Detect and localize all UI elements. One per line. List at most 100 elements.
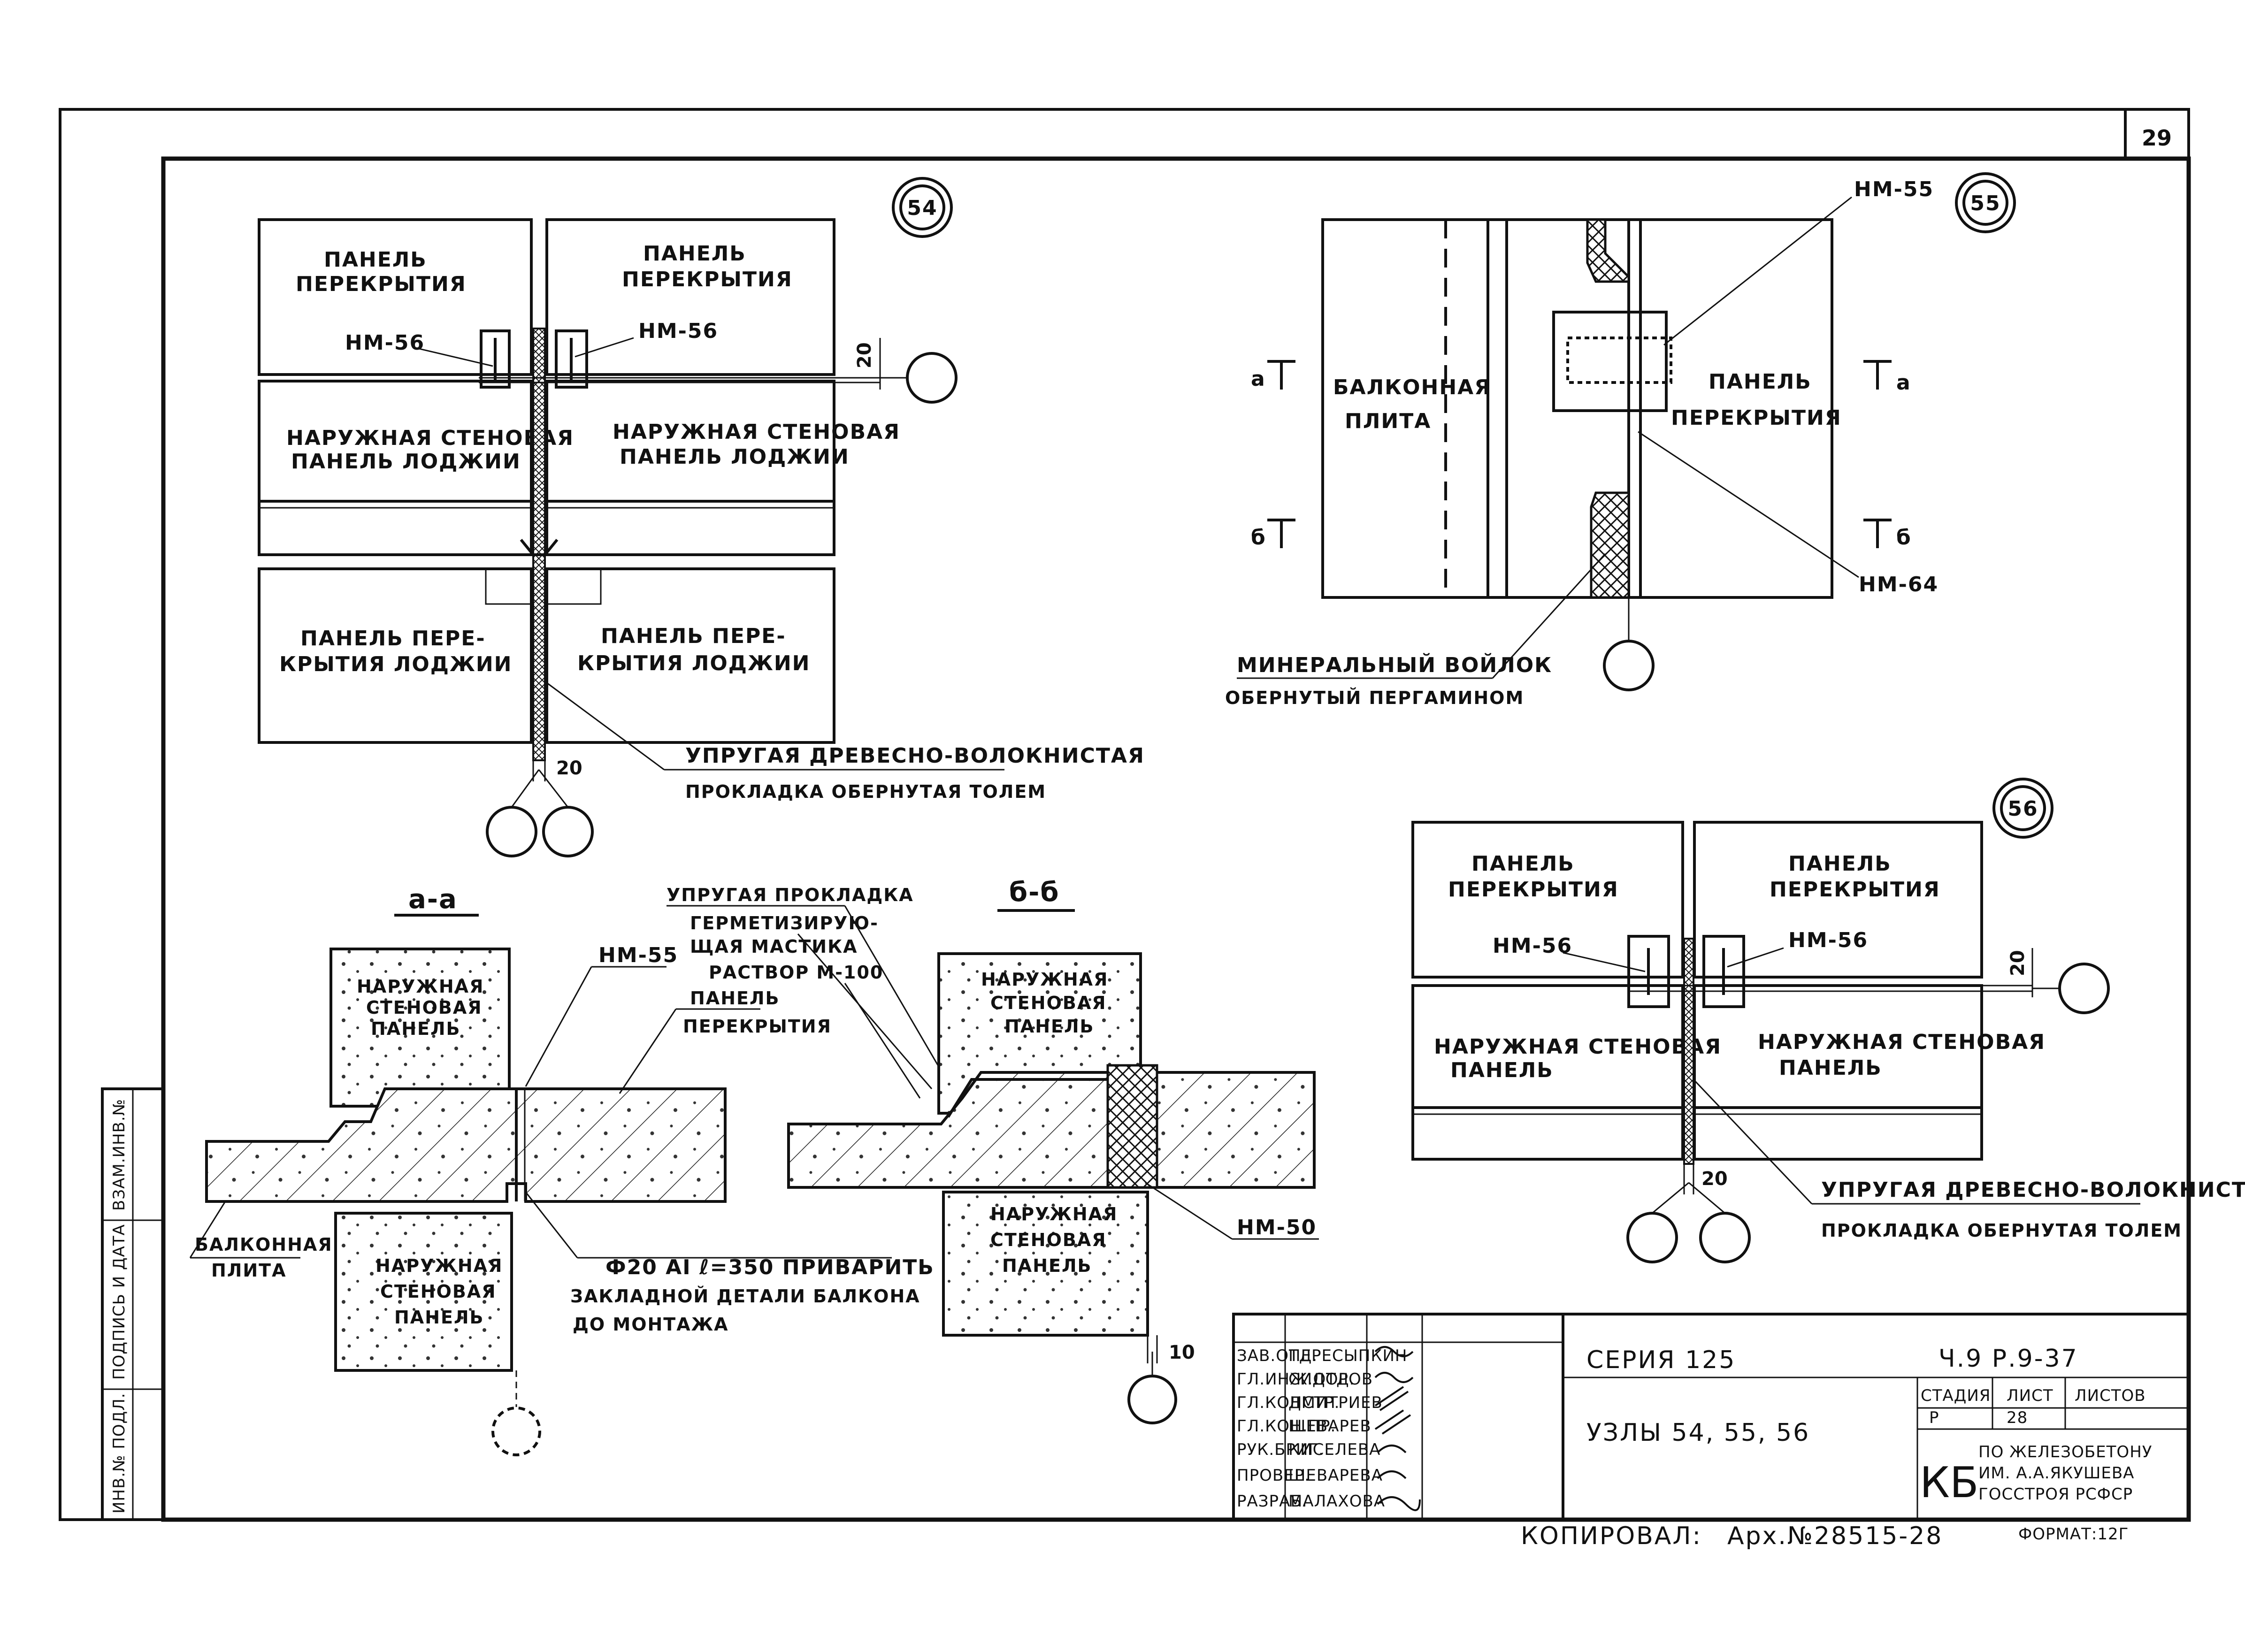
bb-callout-gasket: УПРУГАЯ ПРОКЛАДКА [667,885,914,905]
bb-wall-top-line1: НАРУЖНАЯ [981,969,1108,990]
node-55-marker: 55 [1970,191,2000,215]
org-line1: ПО ЖЕЛЕЗОБЕТОНУ [1978,1443,2152,1461]
section-aa-title: а-а [408,884,458,915]
n55-plan-outline [1321,218,1833,599]
n55-bubble [1603,640,1655,691]
n54-slab-right [545,567,835,744]
title-block-names: ПЕРЕСЫПКИН СИДОРОВ ДМИТРИЕВ ШЕВАРЕВ КИСЕ… [1288,1346,1407,1511]
n56-wall-left-line2: ПАНЕЛЬ [1450,1058,1554,1082]
aa-wall-bottom-line1: НАРУЖНАЯ [375,1255,503,1276]
aa-wall-bottom-line2: СТЕНОВАЯ [380,1281,497,1302]
node-54-marker-inner [899,184,945,230]
n54-slab-right-line1: ПАНЕЛЬ ПЕРЕ- [601,624,786,648]
n54-panel-tr-line2: ПЕРЕКРЫТИЯ [622,268,793,291]
org-logo: КБ [1920,1458,1979,1507]
archive-number: Арх.№28515-28 [1727,1522,1943,1550]
name-3: ШЕВАРЕВ [1288,1417,1372,1436]
n56-note-line2: ПРОКЛАДКА ОБЕРНУТАЯ ТОЛЕМ [1821,1220,2182,1241]
title-code: Ч.9 Р.9-37 [1939,1345,2078,1373]
n54-note-line1: УПРУГАЯ ДРЕВЕСНО-ВОЛОКНИСТАЯ [685,744,1145,768]
n54-wall-right-line1: НАРУЖНАЯ СТЕНОВАЯ [613,420,900,444]
bb-callout-sealant-2: ЩАЯ МАСТИКА [690,936,858,957]
title-series: СЕРИЯ 125 [1586,1346,1736,1374]
stage-head-sheet: ЛИСТ [2007,1386,2053,1405]
role-3: ГЛ.КОН.ПР. [1237,1417,1336,1436]
bb-wall-bottom-line1: НАРУЖНАЯ [990,1204,1118,1224]
section-bb: б-б УПРУГАЯ ПРОКЛАДКА ГЕРМЕТИЗИРУЮ- ЩАЯ … [667,877,1319,1424]
n55-cut-b-left: б [1251,526,1266,550]
name-5: ШЕВАРЕВА [1288,1466,1383,1485]
n54-nm-right: НМ-56 [638,319,718,343]
bb-callout-sealant-1: ГЕРМЕТИЗИРУЮ- [690,913,879,933]
name-4: КИСЕЛЕВА [1288,1440,1380,1459]
name-6: МАЛАХОВА [1288,1492,1385,1511]
n55-cut-b-right: б [1896,526,1912,550]
node-55-detail: 55 БАЛКОННАЯ ПЛИТА ПАНЕЛЬ ПЕРЕКРЫТИЯ а а… [1225,172,2016,708]
stage-val-sheet: 28 [2007,1408,2028,1427]
format-label: ФОРМАТ:12Г [2018,1525,2129,1544]
node-56-marker: 56 [2007,797,2038,821]
n55-note-line1: МИНЕРАЛЬНЫЙ ВОЙЛОК [1237,652,1552,677]
bb-wall-bottom [942,1191,1149,1337]
stage-head-stage: СТАДИЯ [1921,1386,1991,1405]
n56-wall-right-line1: НАРУЖНАЯ СТЕНОВАЯ [1758,1030,2046,1054]
aa-slab-label-line1: ПАНЕЛЬ [690,988,780,1009]
aa-rebar-note-line3: ДО МОНТАЖА [573,1314,729,1335]
name-0: ПЕРЕСЫПКИН [1288,1346,1407,1365]
section-aa: а-а НАРУЖНАЯ СТЕНОВАЯ ПАНЕЛЬ НАРУЖНАЯ СТ… [189,884,959,1456]
org-line2: ИМ. А.А.ЯКУШЕВА [1978,1464,2134,1483]
n56-panel-tr-line2: ПЕРЕКРЫТИЯ [1770,878,1940,902]
aa-slab-label-line2: ПЕРЕКРЫТИЯ [683,1016,832,1037]
bb-wall-bottom-line3: ПАНЕЛЬ [1002,1255,1092,1276]
stamp-inv-podl: ИНВ.№ ПОДЛ. [110,1392,129,1514]
stamp-signature-date: ПОДПИСЬ И ДАТА [110,1224,129,1380]
role-1: ГЛ.ИНЖ.ОТД. [1237,1370,1355,1389]
aa-wall-top-line2: СТЕНОВАЯ [366,997,483,1018]
n55-panel-line2: ПЕРЕКРЫТИЯ [1671,406,1842,430]
title-subject: УЗЛЫ 54, 55, 56 [1586,1419,1810,1447]
aa-wall-top [329,948,511,1108]
role-0: ЗАВ.ОТД. [1237,1346,1318,1365]
node-54-detail: 54 ПАНЕЛЬ ПЕРЕКРЫТИЯ ПАНЕЛЬ ПЕРЕКРЫТИЯ Н… [258,177,1145,857]
name-1: СИДОРОВ [1288,1370,1373,1389]
n54-wall-right-line2: ПАНЕЛЬ ЛОДЖИИ [620,445,850,469]
side-stamp: ВЗАМ.ИНВ.№ ПОДПИСЬ И ДАТА ИНВ.№ ПОДЛ. [101,1087,165,1521]
n54-wall-left-line1: НАРУЖНАЯ СТЕНОВАЯ [286,426,574,450]
n56-dim-side: 20 [2007,950,2029,976]
role-2: ГЛ.КОНСТР. [1237,1393,1340,1412]
stage-head-sheets: ЛИСТОВ [2075,1386,2146,1405]
n55-balcony-line2: ПЛИТА [1345,409,1431,433]
n54-joint-strip [532,328,546,761]
n56-panel-tl-line2: ПЕРЕКРЫТИЯ [1448,878,1619,902]
n56-panel-tr-line1: ПАНЕЛЬ [1788,852,1892,876]
n54-wall-left [258,380,533,556]
aa-rebar-note-line2: ЗАКЛАДНОЙ ДЕТАЛИ БАЛКОНА [570,1286,920,1307]
aa-balcony-line1: БАЛКОННАЯ [195,1234,333,1255]
role-6: РАЗРАБ. [1237,1492,1307,1511]
inner-frame [161,156,2191,1522]
stamp-zam-inv: ВЗАМ.ИНВ.№ [110,1099,129,1211]
copied-label: КОПИРОВАЛ: [1521,1522,1702,1550]
n54-bubble-b [542,806,594,857]
n55-panel-line1: ПАНЕЛЬ [1709,370,1812,394]
n54-wall-right [545,380,835,556]
name-2: ДМИТРИЕВ [1288,1393,1383,1412]
n56-note-line1: УПРУГАЯ ДРЕВЕСНО-ВОЛОКНИСТАЯ [1821,1178,2245,1202]
n55-nm-bottom: НМ-64 [1859,573,1939,597]
aa-wall-bottom [334,1212,513,1372]
n54-dim-bottom: 20 [556,757,582,779]
bb-nm: НМ-50 [1237,1216,1317,1239]
page-number: 29 [2142,125,2172,151]
n55-cut-a-right: а [1896,371,1911,395]
n54-section-bubble-right [906,352,958,404]
title-block: ЗАВ.ОТД. ГЛ.ИНЖ.ОТД. ГЛ.КОНСТР. ГЛ.КОН.П… [1232,1313,2190,1550]
role-5: ПРОВЕР. [1237,1466,1310,1485]
n54-embed-right [555,329,588,389]
n55-note-line2: ОБЕРНУТЫЙ ПЕРГАМИНОМ [1225,688,1524,708]
n54-embed-left [480,329,511,389]
n56-panel-tl-line1: ПАНЕЛЬ [1471,852,1575,876]
bb-wall-top-line3: ПАНЕЛЬ [1004,1016,1095,1037]
n56-nm-left: НМ-56 [1493,934,1572,958]
org-line3: ГОССТРОЯ РСФСР [1978,1485,2133,1504]
